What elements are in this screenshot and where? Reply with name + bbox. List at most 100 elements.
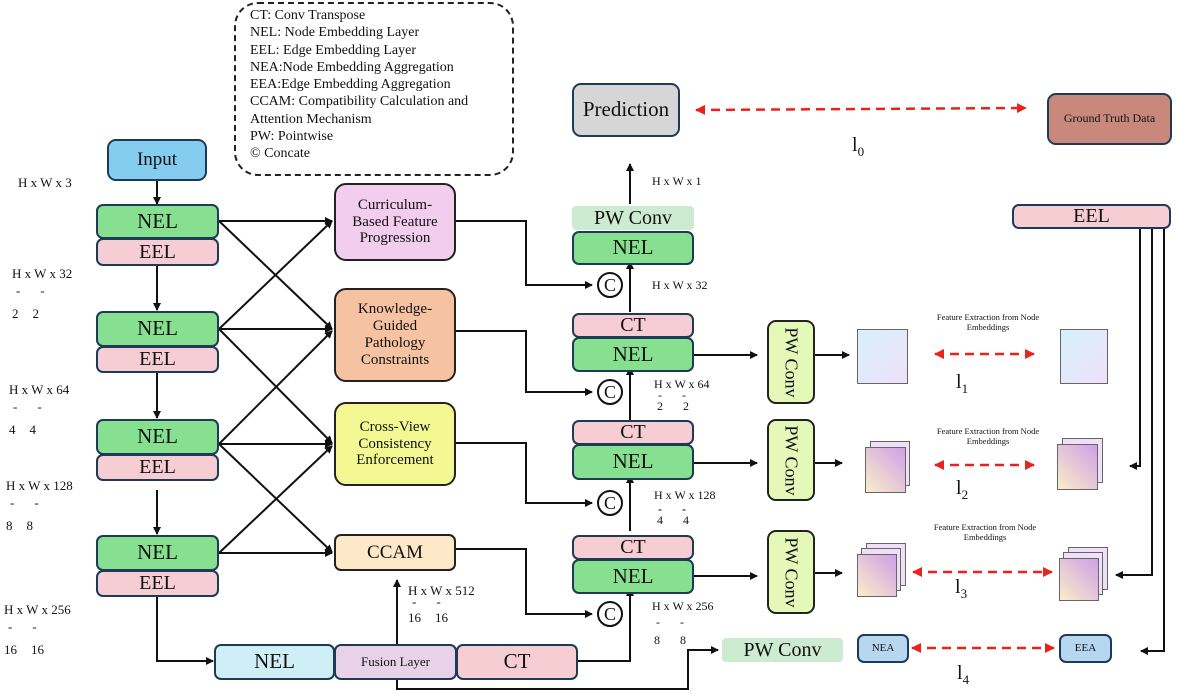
encoder-eel-4[interactable]: EEL	[96, 570, 219, 597]
loss-label-l4: l4	[957, 662, 969, 688]
decoder-nel-1[interactable]: NEL	[572, 231, 694, 265]
knowledge-guided-constraints-module[interactable]: Knowledge-Guided Pathology Constraints	[334, 288, 456, 382]
encoder-nel-4[interactable]: NEL	[96, 535, 219, 571]
dim-den-h: 4	[9, 421, 16, 437]
dim-main: H x W x 32	[12, 266, 73, 281]
dim-den-h: 4	[657, 512, 663, 527]
dim-main: H x W x 32	[652, 278, 708, 292]
encoder-eel-1[interactable]: EEL	[96, 238, 219, 266]
bottleneck-nel[interactable]: NEL	[214, 644, 335, 680]
arrow-nel3-to-ccam	[218, 443, 333, 553]
dim-divider: --	[8, 618, 37, 634]
loss-subscript: 1	[961, 381, 969, 396]
loss-label-l2: l2	[956, 477, 968, 503]
dim-den-h: 16	[4, 641, 17, 657]
feature-caption-3: Feature Extraction from Node Embeddings	[933, 522, 1037, 543]
dim-main: H x W x 128	[654, 488, 716, 502]
bottleneck-ct[interactable]: CT	[456, 644, 578, 680]
encoder-eel-2[interactable]: EEL	[96, 346, 219, 373]
feature-map-pred-3	[857, 554, 897, 597]
decoder-nel-4[interactable]: NEL	[572, 559, 694, 594]
decoder-ct-4[interactable]: CT	[572, 535, 694, 560]
dim-main: H x W x 3	[18, 175, 72, 190]
eea-block[interactable]: EEA	[1059, 634, 1112, 663]
arrow-ccam-to-concat4	[456, 548, 593, 618]
dim-den-h: 16	[408, 609, 421, 625]
arrow-nel3-to-kgpc	[218, 330, 333, 445]
concat-icon-4: C	[597, 601, 623, 627]
loss-base: l	[957, 662, 963, 684]
feature-map-gt-3	[1059, 558, 1099, 601]
arrow-cvce-to-concat3	[456, 442, 593, 507]
legend-item: NEL: Node Embedding Layer	[250, 25, 420, 41]
arrow-bottleneck-ct-to-dec4	[578, 588, 634, 662]
feature-map-gt-1	[1060, 329, 1108, 384]
pw-conv-label: PW Conv	[781, 424, 802, 496]
pw-conv-branch-2[interactable]: PW Conv	[767, 419, 815, 501]
dim-main: H x W x 64	[654, 377, 710, 391]
encoder-nel-3[interactable]: NEL	[96, 419, 219, 455]
loss-base: l	[955, 576, 961, 598]
loss-label-l0: l0	[852, 134, 864, 160]
encoder-eel-3[interactable]: EEL	[96, 454, 219, 481]
legend-item: PW: Pointwise	[250, 129, 334, 145]
ccam-module[interactable]: CCAM	[334, 534, 456, 571]
feature-map-pred-2	[865, 447, 906, 493]
decoder-pw-conv[interactable]: PW Conv	[572, 206, 694, 230]
loss-label-l1: l1	[956, 371, 968, 397]
decoder-dim-1: H x W x 1	[652, 174, 702, 189]
loss-subscript: 4	[962, 672, 970, 687]
arrow-eel-to-fmap3	[1115, 228, 1153, 579]
dim-den-h: 2	[657, 398, 663, 413]
feature-caption-1: Feature Extraction from Node Embeddings	[936, 312, 1040, 333]
dim-den-w: 16	[435, 609, 448, 625]
arrow-nel2-to-cbfp	[218, 220, 333, 330]
pw-conv-branch-3[interactable]: PW Conv	[767, 530, 815, 614]
legend-item: Attention Mechanism	[250, 111, 372, 127]
decoder-nel-3[interactable]: NEL	[572, 444, 694, 480]
dim-main: H x W x 64	[9, 382, 70, 397]
curriculum-feature-progression-module[interactable]: Curriculum-Based Feature Progression	[334, 183, 456, 261]
feature-caption-2: Feature Extraction from Node Embeddings	[936, 426, 1040, 447]
pw-conv-branch-1[interactable]: PW Conv	[767, 320, 815, 404]
dim-den-w: 4	[683, 512, 689, 527]
concat-icon-3: C	[597, 490, 623, 516]
decoder-ct-3[interactable]: CT	[572, 420, 694, 445]
loss-subscript: 2	[961, 487, 969, 502]
dim-main: H x W x 1	[652, 174, 702, 188]
dim-main: H x W x 256	[4, 602, 71, 617]
prediction-block[interactable]: Prediction	[572, 83, 680, 137]
fusion-layer[interactable]: Fusion Layer	[334, 644, 457, 680]
feature-map-gt-2	[1057, 444, 1098, 490]
legend-item: © Concate	[250, 146, 311, 162]
legend-item: NEA:Node Embedding Aggregation	[250, 59, 454, 75]
decoder-nel-2[interactable]: NEL	[572, 337, 694, 372]
dim-den-w: 8	[26, 517, 34, 533]
pw-conv-bottom[interactable]: PW Conv	[722, 638, 843, 662]
dim-divider: --	[16, 282, 45, 298]
legend-item: CCAM: Compatibility Calculation and	[250, 94, 469, 110]
encoder-nel-1[interactable]: NEL	[96, 204, 219, 239]
supervision-eel[interactable]: EEL	[1012, 204, 1171, 229]
nea-block[interactable]: NEA	[857, 634, 909, 663]
dim-den-h: 8	[654, 632, 660, 647]
input-block[interactable]: Input	[107, 139, 207, 181]
dim-den-w: 2	[32, 305, 40, 321]
dim-divider: --	[658, 387, 686, 402]
dim-main: H x W x 128	[6, 478, 73, 493]
arrow-nel2-to-cvce	[218, 328, 333, 444]
concat-icon-1: C	[597, 272, 623, 298]
loss-base: l	[956, 371, 962, 393]
cross-view-consistency-module[interactable]: Cross-View Consistency Enforcement	[334, 402, 456, 486]
loss-base: l	[956, 477, 962, 499]
encoder-nel-2[interactable]: NEL	[96, 311, 219, 347]
arrow-fusion-to-pwconv	[396, 646, 719, 690]
dim-main: H x W x 512	[408, 583, 475, 598]
decoder-ct-2[interactable]: CT	[572, 313, 694, 338]
ground-truth-block[interactable]: Ground Truth Data	[1047, 93, 1172, 145]
